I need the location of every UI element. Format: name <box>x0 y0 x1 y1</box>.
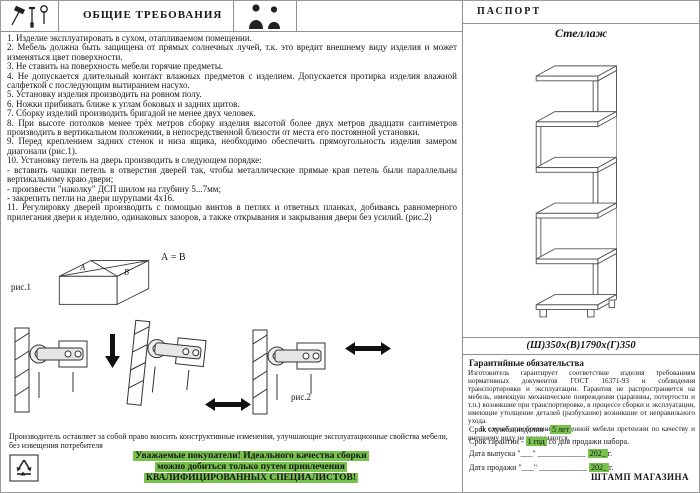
service-life-value: 5 лет <box>550 425 572 434</box>
date-sale-line: Дата продажи "___" ____________ 202_г. <box>469 461 613 475</box>
list-item: Регулировку дверей производить с помощью… <box>7 203 457 222</box>
down-arrow-icon <box>105 334 120 368</box>
date-blank: "___" <box>518 463 537 472</box>
double-arrow-icon <box>345 342 391 355</box>
buyer-note-text: Уважаемые покупатели! Идеального качеств… <box>47 451 455 485</box>
warranty-period-line: Срок гарантии - 1 год со дня продажи наб… <box>469 436 629 448</box>
warranty-period-label: Срок гарантии - <box>469 437 526 446</box>
general-requirements-section: ОБЩИЕ ТРЕБОВАНИЯ Изделие эксплуатировать… <box>1 1 463 492</box>
double-arrow-icon <box>205 398 251 411</box>
list-item: Перед креплением задних стенок и низа ящ… <box>7 137 457 156</box>
left-header: ОБЩИЕ ТРЕБОВАНИЯ <box>1 1 462 32</box>
list-item: При высоте потолков менее трёх метров сб… <box>7 118 457 138</box>
service-life-label: Срок службы изделия - <box>469 425 551 434</box>
buyer-note: Уважаемые покупатели! Идеального качеств… <box>9 451 455 485</box>
date-issue-label: Дата выпуска <box>469 449 516 458</box>
product-dimensions: (Ш)350х(В)1790х(Г)350 <box>463 337 699 355</box>
date-line: ____________ <box>538 463 587 472</box>
assembly-persons-icon <box>249 4 280 29</box>
date-year-suffix: г. <box>608 463 614 472</box>
figure-2-label: рис.2 <box>291 392 312 402</box>
warranty-title: Гарантийные обязательства <box>469 358 584 368</box>
service-life-line: Срок службы изделия - 5 лет. <box>469 424 629 436</box>
right-header: ПАСПОРТ <box>463 1 699 24</box>
producer-note: Производитель оставляет за собой право в… <box>9 432 448 451</box>
list-item: Установку петель на дверь производить в … <box>7 156 457 203</box>
diagonal-b-label: В <box>124 268 129 277</box>
page-title: ОБЩИЕ ТРЕБОВАНИЯ <box>83 9 223 21</box>
list-item: Мебель должна быть защищена от прямых со… <box>7 43 457 62</box>
date-line: ____________ <box>537 449 586 458</box>
date-issue-line: Дата выпуска "___" ____________ 202_г. <box>469 447 613 461</box>
diagonal-a-label: А <box>79 263 85 272</box>
buyer-note-line: можно добиться только путем привлечения <box>155 462 347 473</box>
two-persons-icon <box>233 1 297 31</box>
buyer-note-line: Уважаемые покупатели! Идеального качеств… <box>133 451 369 461</box>
hinge-drawings <box>14 319 391 415</box>
tools-icon <box>1 1 59 31</box>
warranty-text: Изготовитель гарантирует соответствие из… <box>468 369 695 442</box>
shop-stamp-label: ШТАМП МАГАЗИНА <box>591 472 689 482</box>
buyer-note-line: КВАЛИФИЦИРОВАННЫХ СПЕЦИАЛИСТОВ! <box>143 473 359 484</box>
list-item: Ножки прибивать ближе к углам боковых и … <box>7 99 457 109</box>
list-item: Изделие эксплуатировать в сухом, отаплив… <box>7 33 457 43</box>
passport-title: ПАСПОРТ <box>477 6 542 17</box>
date-fields: Дата выпуска "___" ____________ 202_г. Д… <box>469 447 613 475</box>
list-item: Установку изделия производить на ровном … <box>7 90 457 100</box>
list-item: Не ставить на поверхность мебели горячие… <box>7 61 457 71</box>
date-year-suffix: г. <box>607 449 613 458</box>
date-year: 202_ <box>587 449 608 458</box>
list-item: Не допускается длительный контакт влажны… <box>7 71 457 91</box>
box-diagonal-drawing: А В <box>58 259 150 306</box>
service-life-suffix: . <box>571 425 574 434</box>
warranty-paragraph-2: В случае приобретения уцененной мебели п… <box>468 425 695 442</box>
warranty-period-suffix: со дня продажи набора. <box>546 437 630 446</box>
figure-1-label: рис.1 <box>11 282 32 292</box>
date-year: 202_ <box>588 463 609 472</box>
hammer-tools-icon <box>10 5 48 28</box>
figure-1-diagonal-check: рис.1 А = В А В <box>9 250 249 316</box>
warranty-period-value: 1 год <box>525 437 547 446</box>
figure-2-hinges: рис.2 <box>9 318 457 430</box>
figure-1-equation: А = В <box>161 252 186 263</box>
product-name: Стеллаж <box>554 26 608 40</box>
passport-section: ПАСПОРТ Стеллаж <box>463 1 699 492</box>
requirements-list: Изделие эксплуатировать в сухом, отаплив… <box>7 33 457 222</box>
date-blank: "___" <box>517 449 536 458</box>
recycle-icon <box>9 454 39 482</box>
warranty-terms: Срок службы изделия - 5 лет. Срок гарант… <box>469 424 629 448</box>
shelf-unit-drawing <box>535 65 617 318</box>
list-item: Сборку изделий производить бригадой не м… <box>7 108 457 118</box>
warranty-paragraph-1: Изготовитель гарантирует соответствие из… <box>468 369 695 426</box>
date-sale-label: Дата продажи <box>469 463 517 472</box>
